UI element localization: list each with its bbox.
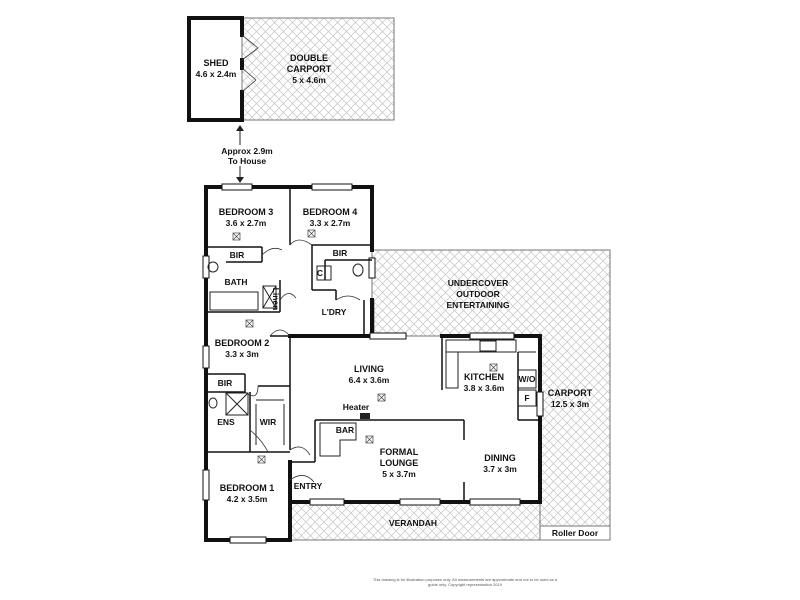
verandah-area xyxy=(289,501,541,541)
windows xyxy=(202,183,544,544)
disclaimer-line-2: guide only. Copyright representation 201… xyxy=(428,582,503,587)
shed-size: 4.6 x 2.4m xyxy=(196,69,237,79)
walk-in-pantry-label: W/O xyxy=(519,374,536,384)
living-label: LIVING xyxy=(354,364,384,374)
bir-bedroom2-label: BIR xyxy=(218,378,233,388)
entry-label: ENTRY xyxy=(294,481,323,491)
disclaimer-line-1: This drawing is for illustration purpose… xyxy=(373,577,558,582)
undercover-label-1: UNDERCOVER xyxy=(448,278,508,288)
cupboard-label: C xyxy=(317,268,323,278)
approx-distance-label: Approx 2.9m xyxy=(221,146,273,156)
heater-label: Heater xyxy=(343,402,370,412)
verandah-label: VERANDAH xyxy=(389,518,437,528)
kitchen-label: KITCHEN xyxy=(464,372,504,382)
interior-walls xyxy=(206,187,540,502)
shed xyxy=(187,16,259,122)
dining-size: 3.7 x 3m xyxy=(483,464,517,474)
door-swings xyxy=(244,239,361,483)
distance-arrow xyxy=(236,125,244,183)
shed-label: SHED xyxy=(203,58,229,68)
wir-label: WIR xyxy=(260,417,277,427)
double-carport-size: 5 x 4.6m xyxy=(292,75,326,85)
bedroom3-size: 3.6 x 2.7m xyxy=(226,218,267,228)
bedroom2-size: 3.3 x 3m xyxy=(225,349,259,359)
kitchen-size: 3.8 x 3.6m xyxy=(464,383,505,393)
roller-door-box xyxy=(539,525,611,541)
double-carport-area xyxy=(241,17,395,121)
fridge-label: F xyxy=(524,393,529,403)
undercover-label-2: OUTDOOR xyxy=(456,289,499,299)
bedroom4-size: 3.3 x 2.7m xyxy=(310,218,351,228)
undercover-label-3: ENTERTAINING xyxy=(446,300,510,310)
roller-door-label: Roller Door xyxy=(552,528,599,538)
laundry-label: L'DRY xyxy=(322,307,347,317)
bedroom2-label: BEDROOM 2 xyxy=(215,338,270,348)
linen-label: Linen xyxy=(271,288,281,311)
formal-lounge-size: 5 x 3.7m xyxy=(382,469,416,479)
double-carport-label-2: CARPORT xyxy=(287,64,332,74)
dining-label: DINING xyxy=(484,453,516,463)
carport-label: CARPORT xyxy=(548,388,593,398)
carport-size: 12.5 x 3m xyxy=(551,399,590,409)
bath-label: BATH xyxy=(225,277,248,287)
double-carport-label-1: DOUBLE xyxy=(290,53,328,63)
ensuite-label: ENS xyxy=(217,417,235,427)
bar-label: BAR xyxy=(336,425,354,435)
living-size: 6.4 x 3.6m xyxy=(349,375,390,385)
light-fittings xyxy=(232,229,498,464)
bedroom1-size: 4.2 x 3.5m xyxy=(227,494,268,504)
bedroom3-label: BEDROOM 3 xyxy=(219,207,274,217)
bedroom4-label: BEDROOM 4 xyxy=(303,207,358,217)
bir-bedroom4-label: BIR xyxy=(333,248,348,258)
approx-distance-sub: To House xyxy=(228,156,266,166)
bir-bedroom3-label: BIR xyxy=(230,250,245,260)
formal-lounge-label-2: LOUNGE xyxy=(380,458,419,468)
formal-lounge-label-1: FORMAL xyxy=(380,447,419,457)
bedroom1-label: BEDROOM 1 xyxy=(220,483,275,493)
